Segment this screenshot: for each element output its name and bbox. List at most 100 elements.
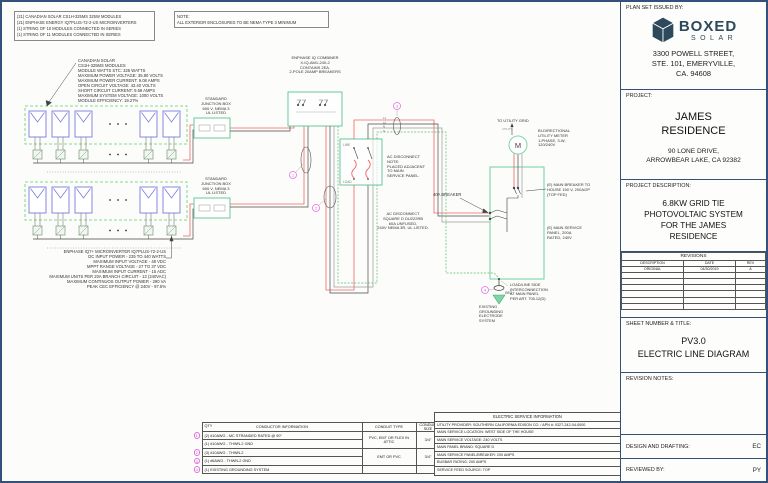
- grounding-electrode: GEC: [492, 278, 513, 305]
- pv-array-string-1: [25, 106, 187, 163]
- ac-disconnect-note-label: AC DISCONNECT NOTE: PLACED ADJACENT TO M…: [387, 154, 426, 179]
- junction-box-1: [193, 117, 231, 139]
- table-row: 1 (2) #10AWG - MC STRANDED RATED @ 90° P…: [192, 430, 441, 449]
- electric-service-info-table: ELECTRIC SERVICE INFORMATION UTILITY PRO…: [434, 412, 621, 476]
- breaker-40a-label: 40A BREAKER: [433, 192, 462, 197]
- bom-note-line: (1) STRING OF 11 MODULES CONNECTED IN SE…: [17, 31, 121, 37]
- row-marker: 1: [193, 432, 200, 439]
- service-table-row: MAIN SERVICE PANEL/BREAKER: 200 AMPS: [435, 452, 620, 460]
- revision-notes-section: REVISION NOTES:: [621, 373, 766, 435]
- reviewed-by-label: REVIEWED BY:: [626, 467, 665, 473]
- ac-disconnect-box: LINE LOAD: [339, 138, 383, 186]
- wire-tag-g: G: [383, 129, 385, 133]
- service-table-row: SERVICE FEED SOURCE: TOP: [437, 468, 491, 473]
- description-section: PROJECT DESCRIPTION: 6.8KW GRID TIE PHOT…: [621, 180, 766, 252]
- marker-1: 1: [292, 174, 294, 178]
- disconnect-load-label: LOAD: [343, 180, 352, 184]
- marker-2: 2: [315, 207, 317, 211]
- grounding-system-label: EXISTING GROUNDING ELECTRODE SYSTEM: [479, 304, 504, 324]
- sheet-title: ELECTRIC LINE DIAGRAM: [637, 349, 750, 359]
- design-drafting-section: DESIGN AND DRAFTING: EC: [621, 435, 766, 459]
- junction-box-2-label: STANDARD JUNCTION BOX 600 V, NEMA 3 UL L…: [201, 176, 231, 196]
- row-marker: 2: [193, 449, 200, 456]
- service-table-row: MAIN SERVICE VOLTAGE: 240 VOLTS: [435, 437, 620, 445]
- feeder-wire-tags: L1 L2 N G: [383, 116, 386, 133]
- to-utility-grid-label: TO UTILITY GRID: [497, 118, 529, 123]
- conduit-sleeves: [300, 117, 401, 209]
- wire-tag-n: N: [383, 125, 385, 129]
- junction-box-2: [193, 197, 231, 219]
- project-description: 6.8KW GRID TIE PHOTOVOLTAIC SYSTEM FOR T…: [644, 199, 743, 242]
- issued-by-label: PLAN SET ISSUED BY:: [626, 5, 684, 11]
- sheet-number: PV3.0: [681, 336, 706, 346]
- sheet-number-title-label: SHEET NUMBER & TITLE:: [626, 321, 692, 327]
- ground-symbol: [492, 294, 506, 305]
- bom-note-line: (1) STRING OF 10 MODULES CONNECTED IN SE…: [17, 25, 121, 31]
- design-drafting-label: DESIGN AND DRAFTING:: [626, 443, 690, 450]
- junction-box-1-label: STANDARD JUNCTION BOX 600 V, NEMA 3 UL L…: [201, 96, 231, 116]
- bom-note-line: (21) ENPHASE ENERGY IQ7PLUS-72-2-US MICR…: [17, 19, 137, 25]
- company-address: 3300 POWELL STREET, STE. 101, EMERYVILLE…: [651, 49, 736, 78]
- gec-label: GEC: [505, 291, 513, 295]
- revision-notes-label: REVISION NOTES:: [626, 376, 674, 382]
- microinverter-specs-label: ENPHASE IQ7+ MICROINVERTER IQ7PLUS-72-2-…: [49, 249, 166, 290]
- bom-note-line: (21) CANADIAN SOLAR CS1H-325MS 325W MODU…: [17, 13, 122, 19]
- wire-tag-l2: L2: [383, 120, 386, 124]
- issued-by-section: PLAN SET ISSUED BY: BOXED SOLAR 3300 POW…: [621, 2, 766, 90]
- branch-circuit-wires: [230, 126, 309, 208]
- wire-tag-l1: L1: [383, 116, 386, 120]
- meter-m-label: M: [515, 141, 521, 150]
- service-table-row: MAIN SERVICE LOCATION: WEST SIDE OF THE …: [435, 429, 620, 437]
- bom-note-box: (21) CANADIAN SOLAR CS1H-325MS 325W MODU…: [14, 11, 155, 41]
- combiner-label: ENPHASE IQ COMBINER X-IQ-AM1-240-2 CONTA…: [289, 55, 341, 75]
- array-trunk-cables: [47, 124, 194, 249]
- interconnection-label: LOAD/LINE SIDE INTERCONNECTION AT MAIN P…: [510, 282, 548, 302]
- company-logo: BOXED SOLAR: [626, 16, 761, 44]
- conduit-type-header: CONDUIT TYPE: [361, 422, 417, 432]
- ac-disconnect-spec-label: AC DISCONNECT SQUARE D DU222RB 60A UNFUS…: [377, 211, 429, 231]
- revisions-section: REVISIONS DESCRIPTION DATE REV ORIGINAL …: [621, 252, 766, 318]
- row-marker: 3: [193, 457, 200, 465]
- diagram-area: LINE LOAD L1 L2 N G: [2, 2, 624, 481]
- disconnect-line-label: LINE: [343, 143, 350, 147]
- main-service-panel-box: [488, 166, 545, 280]
- to-grid-arrow: [510, 123, 514, 127]
- table-row: 2 (3) #10AWG - THWN-2 EMT OR PVC 3/4": [192, 447, 441, 466]
- marker-4: 4: [484, 289, 486, 293]
- meter-desc-label: BI-DIRECTIONAL UTILITY METER 1-PHASE, 3-…: [538, 128, 571, 148]
- service-table-row: BUSBAR RATING: 200 AMPS: [435, 459, 620, 468]
- enclosure-note-box: NOTE: ALL EXTERIOR ENCLOSURES TO BE NEMA…: [174, 11, 329, 29]
- logo-subtitle: SOLAR: [690, 34, 738, 42]
- leader-lines: [45, 62, 547, 259]
- revisions-title: REVISIONS: [621, 252, 766, 261]
- design-drafting-value: EC: [752, 443, 761, 450]
- table-row: 4 (1) EXISTING GROUNDING SYSTEM: [192, 464, 441, 475]
- main-panel-label: (E) MAIN SERVICE PANEL, 200A RATED, 240V: [547, 225, 583, 240]
- utility-meter: M TO UTILITY GRID UTILITY: [497, 118, 529, 198]
- main-breaker-label: (E) MAIN BREAKER TO HOUSE 150 V, 200A/2P…: [547, 182, 591, 197]
- pv-array-string-2: [25, 182, 187, 239]
- sheet-title-section: SHEET NUMBER & TITLE: PV3.0 ELECTRIC LIN…: [621, 318, 766, 373]
- service-table-row: MAIN PANEL BRAND: SQUARE D: [435, 444, 620, 452]
- disconnect-switch-poles: [351, 147, 373, 180]
- project-name: JAMES RESIDENCE: [661, 111, 726, 138]
- iq-combiner-box: [287, 91, 343, 127]
- project-address: 90 LONE DRIVE, ARROWBEAR LAKE, CA 92382: [646, 147, 741, 164]
- main-breaker: [507, 186, 521, 199]
- logo-name: BOXED: [678, 17, 738, 35]
- title-block: PLAN SET ISSUED BY: BOXED SOLAR 3300 POW…: [620, 2, 766, 481]
- module-specs-label: CANADIAN SOLAR CS1H-325MS MODULES MODULE…: [78, 58, 164, 104]
- marker-3: 3: [396, 105, 398, 109]
- electric-line-diagram-drawing: LINE LOAD L1 L2 N G: [2, 62, 547, 305]
- project-label: PROJECT:: [626, 93, 653, 99]
- conduit-run-markers: 1 2 3 4: [289, 102, 495, 294]
- service-table-row: UTILITY PROVIDER: SOUTHERN CALIFORNIA ED…: [435, 422, 620, 430]
- description-label: PROJECT DESCRIPTION:: [626, 183, 691, 189]
- reviewed-by-section: REVIEWED BY: PY: [621, 459, 766, 481]
- combiner-output-wires: [325, 126, 378, 294]
- reviewed-by-value: PY: [752, 466, 761, 474]
- service-table-title: ELECTRIC SERVICE INFORMATION: [435, 413, 620, 422]
- project-section: PROJECT: JAMES RESIDENCE 90 LONE DRIVE, …: [621, 90, 766, 180]
